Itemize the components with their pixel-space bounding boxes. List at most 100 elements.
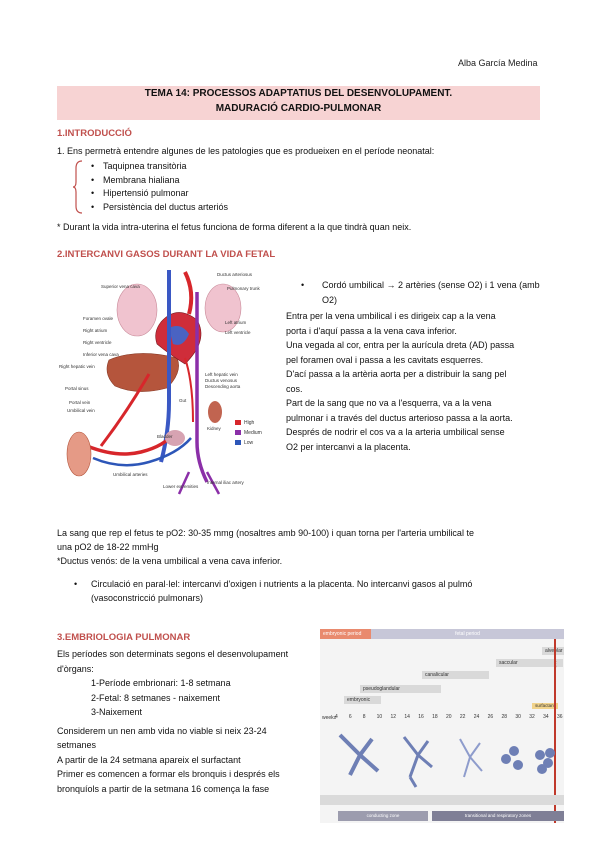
figure-label: Right hepatic vein: [59, 364, 95, 369]
embryo-text: Els períodes son determinats segons el d…: [57, 647, 312, 796]
fetal-period-band: fetal period: [371, 629, 564, 639]
week-tick-label: 6: [348, 714, 352, 720]
week-tick-label: 8: [362, 714, 366, 720]
week-tick-label: 18: [432, 714, 438, 720]
bullet-icon: •: [74, 579, 78, 589]
lung-branching-illustration: [320, 733, 564, 805]
respiratory-zone-band: transitional and respiratory zones: [432, 811, 564, 821]
gas-paragraph: Entra per la vena umbilical i es dirigei…: [286, 309, 546, 454]
week-tick-label: 22: [459, 714, 466, 720]
text-line: D'ací passa a la artèria aorta per a dis…: [286, 369, 507, 379]
figure-label: Inferior vena cava: [83, 352, 119, 357]
list-item: 2-Fetal: 8 setmanes - naixement: [91, 692, 221, 703]
figure-label: Left hepatic vein: [205, 372, 238, 377]
lung-development-figure: embryonic period fetal period embryonic …: [320, 629, 564, 823]
text-line: Després de nodrir el cos va a la arteria…: [286, 427, 505, 437]
week-tick-label: 28: [501, 714, 508, 720]
ductus-note: *Ductus venós: de la vena umbilical a ve…: [57, 556, 283, 566]
intro-list: Taquipnea transitòria Membrana hialiana …: [91, 160, 228, 214]
legend-swatch-low: [235, 440, 241, 445]
figure-label: Umbilical arteries: [113, 472, 148, 477]
birth-line: [554, 639, 556, 823]
figure-label: Right ventricle: [83, 340, 112, 345]
section-heading-intro: 1.INTRODUCCIÓ: [57, 128, 132, 139]
week-tick-label: 32: [529, 714, 535, 720]
text-line: setmanes: [57, 740, 97, 750]
text-line: porta i d'aquí passa a la vena cava infe…: [286, 325, 457, 336]
figure-label: Internal iliac artery: [207, 480, 245, 485]
figure-label: Bladder: [157, 434, 173, 439]
stage-saccular: saccular: [496, 659, 563, 667]
list-item: Hipertensió pulmonar: [91, 187, 228, 201]
week-tick-label: 14: [404, 714, 410, 720]
week-tick-label: 34: [543, 714, 549, 720]
intro-lead: 1. Ens permetrà entendre algunes de les …: [57, 146, 435, 156]
birth-label: birth: [553, 661, 558, 669]
figure-label: Ductus arteriosus: [217, 272, 253, 277]
figure-label: Descending aorta: [205, 384, 241, 389]
title-band: [57, 86, 540, 120]
conducting-zone-band: conducting zone: [338, 811, 428, 821]
circ-bullet-l2: (vasoconstricció pulmonars): [91, 593, 204, 603]
week-tick-label: 36: [557, 714, 563, 720]
text-line: Considerem un nen amb vida no viable si …: [57, 725, 267, 736]
bullet-icon: •: [301, 280, 305, 290]
figure-label: Kidney: [207, 426, 222, 431]
section-heading-embryo: 3.EMBRIOLOGIA PULMONAR: [57, 632, 191, 643]
text-line: O2 per intercanvi a la placenta.: [286, 441, 411, 452]
text-line: cos.: [286, 383, 303, 394]
text-line: A partir de la 24 setmana apareix el sur…: [57, 754, 241, 765]
text-line: Una vegada al cor, entra per la aurícula…: [286, 340, 515, 350]
list-item: Membrana hialiana: [91, 174, 228, 188]
text-line: Els períodes son determinats segons el d…: [57, 649, 289, 659]
list-item: 1-Període embrionari: 1-8 setmana: [91, 678, 231, 688]
stage-pseudoglandular: pseudoglandular: [360, 685, 441, 693]
figure-label: Portal sinus: [65, 386, 89, 391]
brace-icon: [73, 160, 83, 214]
week-tick-label: 20: [446, 714, 452, 720]
list-item: Taquipnea transitòria: [91, 160, 228, 174]
legend-swatch-medium: [235, 430, 241, 435]
figure-label: Pulmonary trunk: [227, 286, 261, 291]
figure-label: Foramen ovale: [83, 316, 114, 321]
po2-line1: La sang que rep el fetus te pO2: 30-35 m…: [57, 528, 474, 538]
author-name: Alba García Medina: [458, 58, 538, 68]
figure-label: Ductus venosus: [205, 378, 238, 383]
figure-label: Gut: [179, 398, 187, 403]
week-tick-label: 10: [376, 714, 383, 720]
week-tick-label: 24: [473, 714, 480, 720]
legend-label: Medium: [244, 430, 262, 436]
figure-label: Lower extremities: [163, 484, 199, 489]
section-heading-gas: 2.INTERCANVI GASOS DURANT LA VIDA FETAL: [57, 249, 276, 260]
fetal-circulation-figure: Superior vena cava Foramen ovale Right a…: [59, 270, 262, 495]
figure-label: Umbilical vein: [67, 408, 95, 413]
stage-embryonic: embryonic: [344, 696, 381, 704]
stage-canalicular: canalicular: [422, 671, 489, 679]
text-line: pel foramen oval i passa a les cavitats …: [286, 354, 484, 365]
embryonic-period-band: embryonic period: [320, 629, 371, 639]
weeks-axis: 4 6 8 10 12 14 16 18 20 22 24 26 28 30 32 34 36: [335, 714, 563, 722]
legend-swatch-high: [235, 420, 241, 425]
week-tick-label: 12: [390, 714, 397, 720]
document-title-line2: MADURACIÓ CARDIO-PULMONAR: [215, 103, 382, 114]
week-tick-label: 30: [515, 714, 521, 720]
surfactant-bar: surfactant: [532, 703, 558, 709]
circ-bullet-l1: Circulació en paral·lel: intercanvi d'ox…: [91, 579, 473, 589]
document-title-line1: TEMA 14: PROCESSOS ADAPTATIUS DEL DESENV…: [144, 88, 453, 99]
week-tick-label: 16: [418, 714, 424, 720]
weeks-label: weeks: [322, 715, 337, 721]
list-item: Persistència del ductus arteriós: [91, 201, 228, 215]
text-line: d'òrgans:: [57, 663, 94, 674]
week-tick-label: 4: [335, 714, 338, 720]
figure-label: Right atrium: [83, 328, 108, 333]
stage-alveolar: alveolar: [542, 647, 564, 655]
figure-legend: High Medium Low: [235, 420, 262, 446]
week-tick-label: 26: [487, 714, 494, 720]
text-line: bronquíols a partir de la setmana 16 com…: [57, 783, 270, 794]
figure-label: Left ventricle: [225, 330, 251, 335]
legend-label: High: [244, 420, 255, 426]
figure-label: Portal vein: [69, 400, 91, 405]
figure-label: Superior vena cava: [101, 284, 140, 289]
text-line: Entra per la vena umbilical i es dirigei…: [286, 311, 496, 321]
text-line: Part de la sang que no va a l'esquerra, …: [286, 398, 492, 408]
